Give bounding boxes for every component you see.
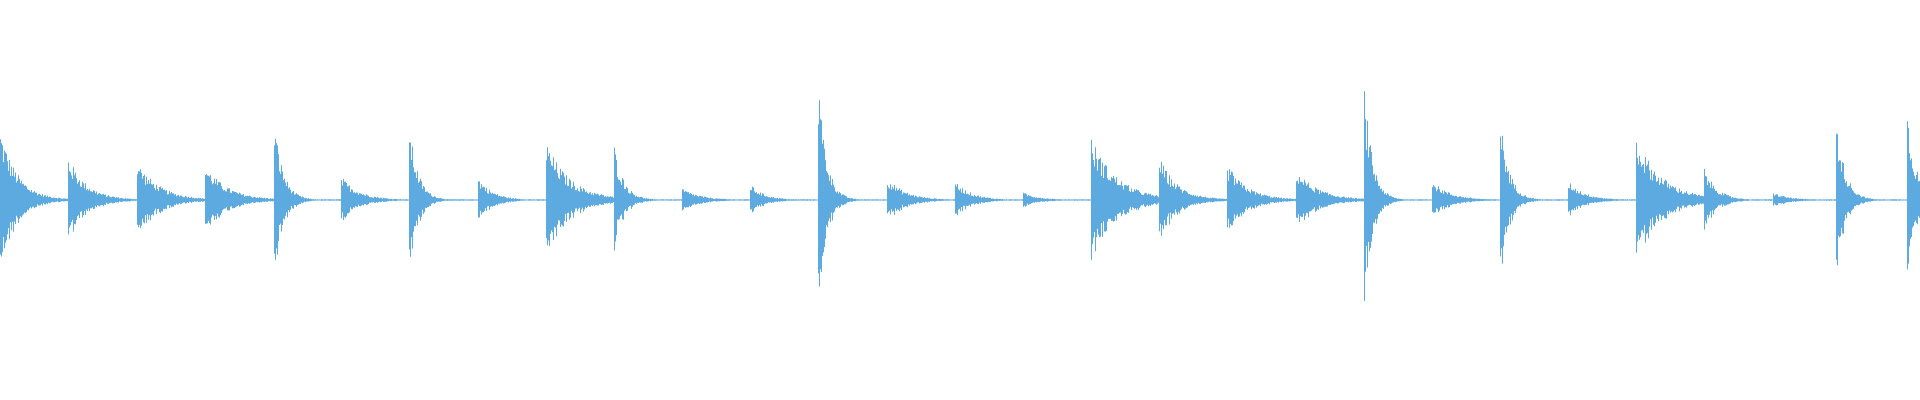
waveform-peaks <box>0 91 1920 301</box>
waveform-path <box>0 91 1920 301</box>
